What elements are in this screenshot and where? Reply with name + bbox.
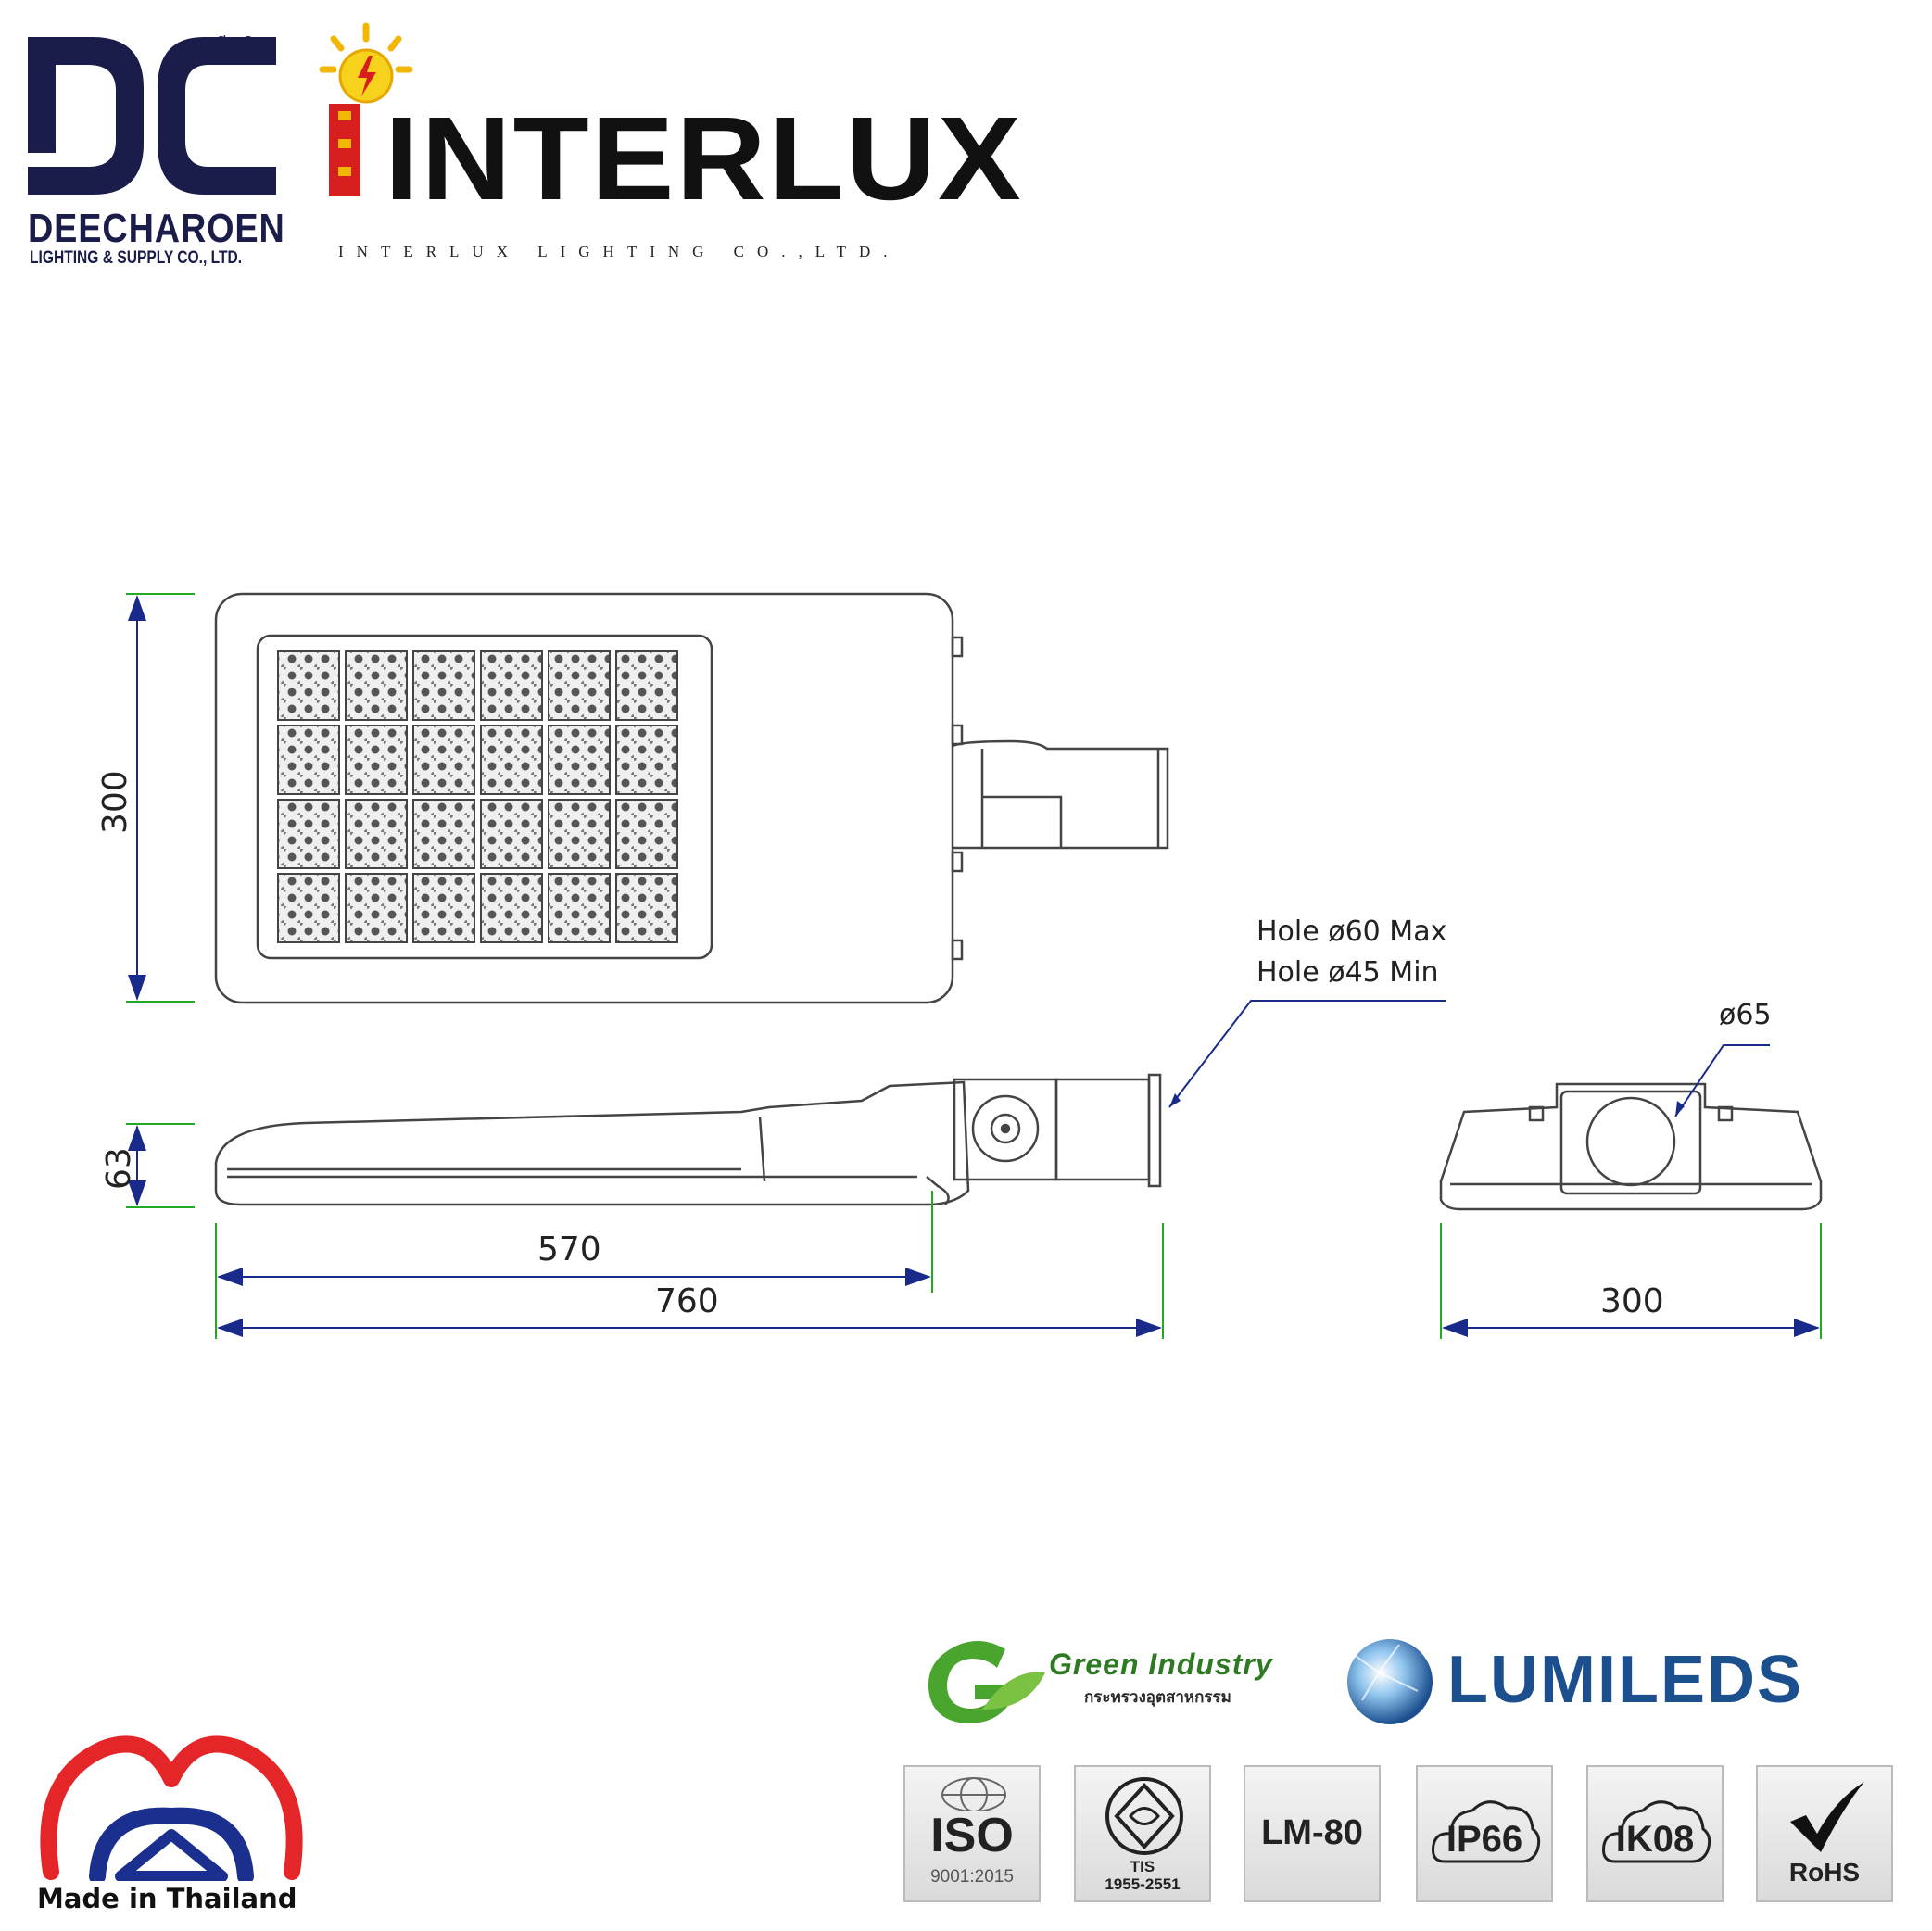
dc-company-name: DEECHAROEN bbox=[28, 206, 285, 251]
dc-logo: ดีเจริญ DEECHAROEN LIGHTING & SUPPLY CO.… bbox=[0, 0, 297, 278]
interlux-logo: INTERLUX INTERLUX LIGHTING CO.,LTD. bbox=[315, 19, 1029, 278]
ik08-badge-label: IK08 bbox=[1615, 1819, 1695, 1860]
iso-badge: ISO 9001:2015 bbox=[903, 1765, 1041, 1902]
lm80-badge-label: LM-80 bbox=[1261, 1813, 1363, 1852]
dim-height-top bbox=[126, 593, 195, 1003]
ip66-badge-icon bbox=[1432, 1800, 1541, 1863]
tis-badge-sub: 1955-2551 bbox=[1105, 1875, 1181, 1893]
tis-badge: TIS 1955-2551 bbox=[1074, 1765, 1211, 1902]
dc-company-subtitle: LIGHTING & SUPPLY CO., LTD. bbox=[30, 248, 243, 268]
dim-label-760: 760 bbox=[655, 1282, 719, 1320]
iso-badge-icon bbox=[941, 1777, 1006, 1811]
rohs-badge: RoHS bbox=[1756, 1765, 1893, 1902]
interlux-subtitle: INTERLUX LIGHTING CO.,LTD. bbox=[338, 243, 901, 260]
end-view bbox=[1439, 1082, 1823, 1211]
pipe-diameter-label: ø65 bbox=[1719, 999, 1772, 1031]
ik08-badge-icon bbox=[1602, 1800, 1711, 1863]
dim-label-570: 570 bbox=[537, 1231, 601, 1268]
lumileds-globe-icon bbox=[1347, 1639, 1433, 1724]
lightbulb-icon bbox=[319, 22, 413, 196]
top-view bbox=[214, 592, 1169, 1004]
hole-max-label: Hole ø60 Max bbox=[1256, 915, 1447, 948]
hole-min-label: Hole ø45 Min bbox=[1256, 956, 1439, 989]
ik08-badge: IK08 bbox=[1586, 1765, 1724, 1902]
thai-mark-icon bbox=[40, 1735, 303, 1881]
lm80-badge: LM-80 bbox=[1244, 1765, 1381, 1902]
lumileds-logo: LUMILEDS bbox=[1344, 1631, 1900, 1733]
dim-label-end-width: 300 bbox=[1600, 1282, 1664, 1320]
iso-badge-sub: 9001:2015 bbox=[930, 1867, 1014, 1887]
dc-thai-name: ดีเจริญ bbox=[215, 33, 271, 56]
interlux-wordmark: INTERLUX bbox=[385, 93, 1023, 225]
dc-letters-mark bbox=[28, 37, 276, 195]
green-leaf-g-icon bbox=[928, 1641, 1045, 1723]
tis-badge-label: TIS bbox=[1130, 1858, 1155, 1875]
street-light-technical-drawing bbox=[126, 592, 1823, 1339]
rohs-badge-label: RoHS bbox=[1788, 1858, 1861, 1887]
ip66-badge: IP66 bbox=[1416, 1765, 1553, 1902]
iso-badge-label: ISO bbox=[930, 1809, 1014, 1862]
led-module-grid bbox=[277, 650, 678, 943]
dim-label-height-top: 300 bbox=[96, 770, 134, 834]
green-industry-logo: Green Industry กระทรวงอุตสาหกรรม bbox=[917, 1631, 1316, 1733]
rohs-badge-icon bbox=[1790, 1782, 1864, 1852]
made-in-thailand-logo: Made in Thailand bbox=[19, 1723, 324, 1927]
ip66-badge-label: IP66 bbox=[1446, 1819, 1523, 1860]
green-industry-subtitle: กระทรวงอุตสาหกรรม bbox=[1084, 1688, 1231, 1707]
tis-badge-icon bbox=[1105, 1777, 1183, 1855]
dim-label-height-side: 63 bbox=[100, 1147, 138, 1190]
made-in-thailand-text: Made in Thailand bbox=[37, 1883, 297, 1914]
side-view bbox=[214, 1073, 1162, 1206]
lumileds-wordmark: LUMILEDS bbox=[1447, 1643, 1803, 1717]
green-industry-title: Green Industry bbox=[1049, 1647, 1273, 1681]
